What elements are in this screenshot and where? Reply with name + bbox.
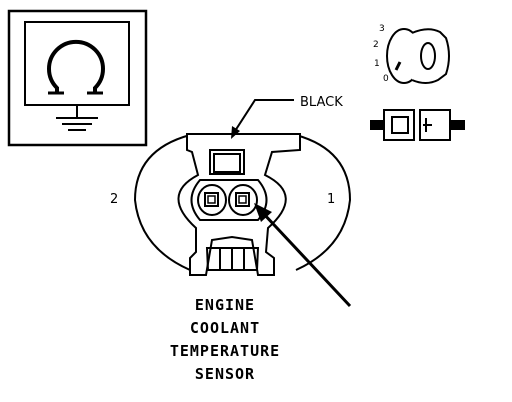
key-position-0: 0 — [383, 74, 389, 84]
key-position-1: 1 — [374, 59, 380, 69]
black-wire-leader — [231, 99, 294, 139]
ohmmeter-ground-icon — [7, 9, 148, 147]
ignition-key-icon — [386, 28, 450, 84]
sensor-title-line-2: COOLANT — [189, 319, 261, 337]
pin-label-2: 2 — [110, 192, 118, 207]
sensor-title: ENGINE COOLANT TEMPERATURE SENSOR — [140, 294, 310, 386]
key-position-2: 2 — [373, 40, 379, 50]
sensor-title-line-1: ENGINE — [194, 296, 256, 314]
sensor-pointer-arrow — [254, 203, 352, 308]
wire-color-label: BLACK — [300, 95, 343, 110]
sensor-title-line-4: SENSOR — [194, 365, 256, 383]
disconnected-connector-icon — [370, 109, 465, 141]
sensor-title-line-3: TEMPERATURE — [169, 342, 281, 360]
pin-label-1: 1 — [327, 192, 335, 207]
key-position-3: 3 — [379, 24, 385, 34]
pin-cavity-1 — [228, 184, 258, 216]
pin-cavity-2 — [197, 184, 227, 216]
